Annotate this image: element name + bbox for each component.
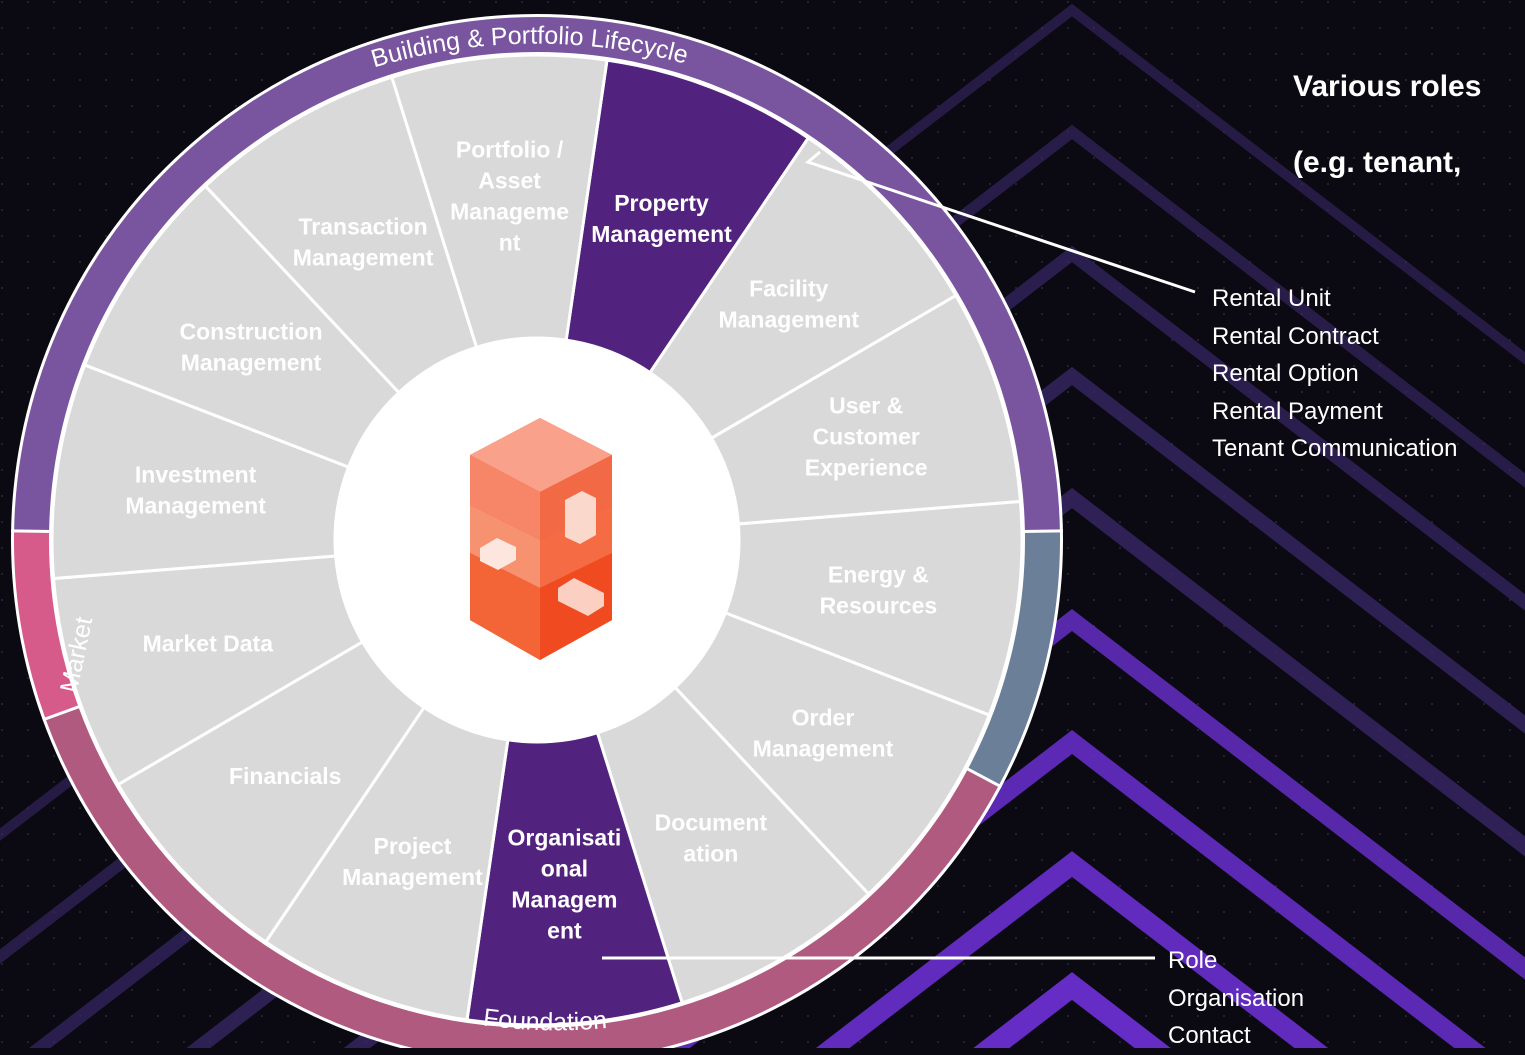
ring-band-foundation: [45, 706, 999, 1048]
segment-market-data[interactable]: Market Data: [51, 554, 365, 787]
entity-list-item: Tenant Communication: [1212, 435, 1458, 462]
entity-list-item: Rental Unit: [1212, 285, 1331, 312]
entity-list-item: Contact: [1168, 1022, 1251, 1049]
leader-line-property-management: [804, 150, 1196, 294]
ring-divider: [964, 766, 1003, 789]
ring-band-other: [967, 530, 1060, 786]
entity-list-item: Organisation: [1168, 984, 1305, 1012]
entity-list-item: Role: [1168, 947, 1218, 974]
ring-divider: [42, 704, 82, 722]
ring-label-foundation: Foundation: [482, 1004, 608, 1037]
entity-list-item: Rental Option: [1212, 360, 1359, 387]
ring-band-market: [13, 530, 79, 719]
background-chevron: [815, 851, 1329, 1048]
entity-list-item: Rental Contract: [1212, 322, 1379, 350]
background-chevron: [973, 972, 1171, 1048]
segment-energy-resources-label: Energy &Resources: [820, 561, 938, 618]
platform-logo-icon: [470, 418, 612, 660]
entity-list-item: Rental Payment: [1212, 397, 1383, 425]
ring-divider: [1021, 529, 1063, 534]
segment-market-data-label: Market Data: [143, 630, 274, 656]
segment-financials-label: Financials: [229, 763, 341, 789]
headline-line-2: (e.g. tenant,: [1293, 146, 1462, 179]
ring-divider: [11, 529, 53, 534]
headline-line-1: Various roles: [1293, 70, 1482, 103]
